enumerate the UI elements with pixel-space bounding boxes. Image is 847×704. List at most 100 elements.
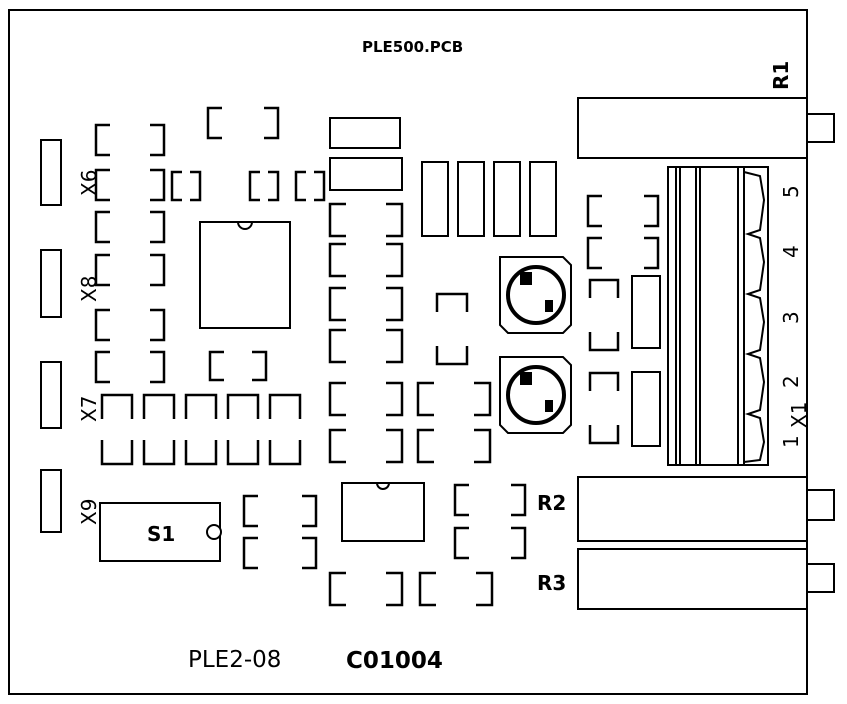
smd-pad (206, 106, 222, 140)
pot-r2: R2 (537, 476, 835, 542)
pot-r2-label: R2 (537, 491, 566, 515)
connector-x6-body (40, 139, 62, 206)
smd-pad (150, 210, 166, 244)
smd-pad (416, 381, 434, 417)
connector-x8-body (40, 249, 62, 318)
connector-x6-label: X6 (77, 170, 101, 196)
smd-pad (328, 286, 346, 322)
terminal-block-x1 (667, 166, 769, 466)
connector-x8: X8 (40, 249, 101, 318)
smd-pad (94, 350, 110, 384)
smd-pad (268, 393, 302, 419)
smd-pad (242, 494, 258, 528)
smd-pad (588, 425, 620, 445)
connector-x9-body (40, 469, 62, 533)
resistor-array-1 (421, 161, 449, 237)
ic-bottom-notch (376, 482, 390, 490)
smd-pad (386, 242, 404, 278)
smd-pad (644, 194, 660, 228)
smd-pad (511, 483, 527, 517)
smd-pad (588, 332, 620, 352)
resistor-right-1 (631, 275, 661, 349)
pot-r2-body (577, 476, 808, 542)
smd-pad (294, 170, 306, 202)
smd-pad (94, 123, 110, 157)
capacitor-top-outline (499, 256, 572, 334)
smd-pad (150, 253, 166, 287)
rect-components (329, 117, 661, 447)
board-code: C01004 (346, 648, 443, 674)
smd-pad (453, 483, 469, 517)
smd-pad (248, 170, 260, 202)
smd-pad (328, 328, 346, 364)
smd-pad (386, 571, 404, 607)
smd-pad (474, 381, 492, 417)
smd-pad (418, 571, 436, 607)
smd-pad (150, 308, 166, 342)
switch-s1-pin (206, 524, 222, 540)
pot-r3-label: R3 (537, 571, 566, 595)
ic-bottom-body (341, 482, 425, 542)
smd-pad (328, 381, 346, 417)
resistor-array-2 (457, 161, 485, 237)
terminal-pin-number: 3 (779, 311, 803, 324)
smd-pad (588, 371, 620, 391)
smd-pad (586, 236, 602, 270)
smd-pad (328, 202, 346, 238)
ic-bottom (341, 482, 425, 542)
switch-s1-label: S1 (147, 522, 175, 546)
smd-pad (94, 168, 110, 202)
connector-x9: X9 (40, 469, 101, 533)
smd-pad (386, 202, 404, 238)
ic-left (199, 221, 291, 329)
smd-pad (328, 428, 346, 464)
smd-pad (226, 440, 260, 466)
smd-pad (184, 393, 218, 419)
pot-r1-knob (806, 113, 835, 143)
terminal-pin-number: 1 (779, 435, 803, 448)
pot-r1: R1 (577, 61, 835, 159)
connector-x9-label: X9 (77, 499, 101, 525)
smd-pad (386, 286, 404, 322)
smd-pad (150, 350, 166, 384)
connector-x7: X7 (40, 361, 101, 429)
smd-pad (474, 428, 492, 464)
connector-x8-label: X8 (77, 276, 101, 302)
pot-r3-knob (806, 563, 835, 593)
resistor-body-top-2 (329, 157, 403, 191)
terminal-pin-number: 2 (779, 375, 803, 388)
pot-r3-body (577, 548, 808, 610)
smd-pad (644, 236, 660, 270)
resistor-array-3 (493, 161, 521, 237)
smd-pad (386, 428, 404, 464)
smd-pad (302, 536, 318, 570)
terminal-pin-number: 4 (779, 245, 803, 258)
board-label: PLE2-08 (188, 647, 281, 673)
capacitor-bottom-polarity (520, 372, 553, 412)
terminal-block-body (667, 166, 769, 466)
connector-x1-label: X1 (787, 402, 811, 428)
capacitor-top (499, 256, 572, 334)
smd-pad (184, 440, 218, 466)
connector-x6: X6 (40, 139, 101, 206)
smd-pad (588, 278, 620, 298)
smd-pad (100, 440, 134, 466)
smd-pad (435, 292, 469, 312)
pot-r1-label: R1 (769, 61, 793, 90)
resistor-array-4 (529, 161, 557, 237)
smd-pad (208, 350, 224, 382)
ic-left-body (199, 221, 291, 329)
pot-r2-knob (806, 489, 835, 521)
connector-x7-label: X7 (77, 396, 101, 422)
smd-pad (94, 308, 110, 342)
smd-pad (94, 210, 110, 244)
smd-pad (94, 253, 110, 287)
smd-pads (94, 106, 660, 607)
smd-pad (226, 393, 260, 419)
smd-pad (435, 346, 469, 366)
smd-pad (242, 536, 258, 570)
smd-pad (586, 194, 602, 228)
resistor-body-top-1 (329, 117, 401, 149)
